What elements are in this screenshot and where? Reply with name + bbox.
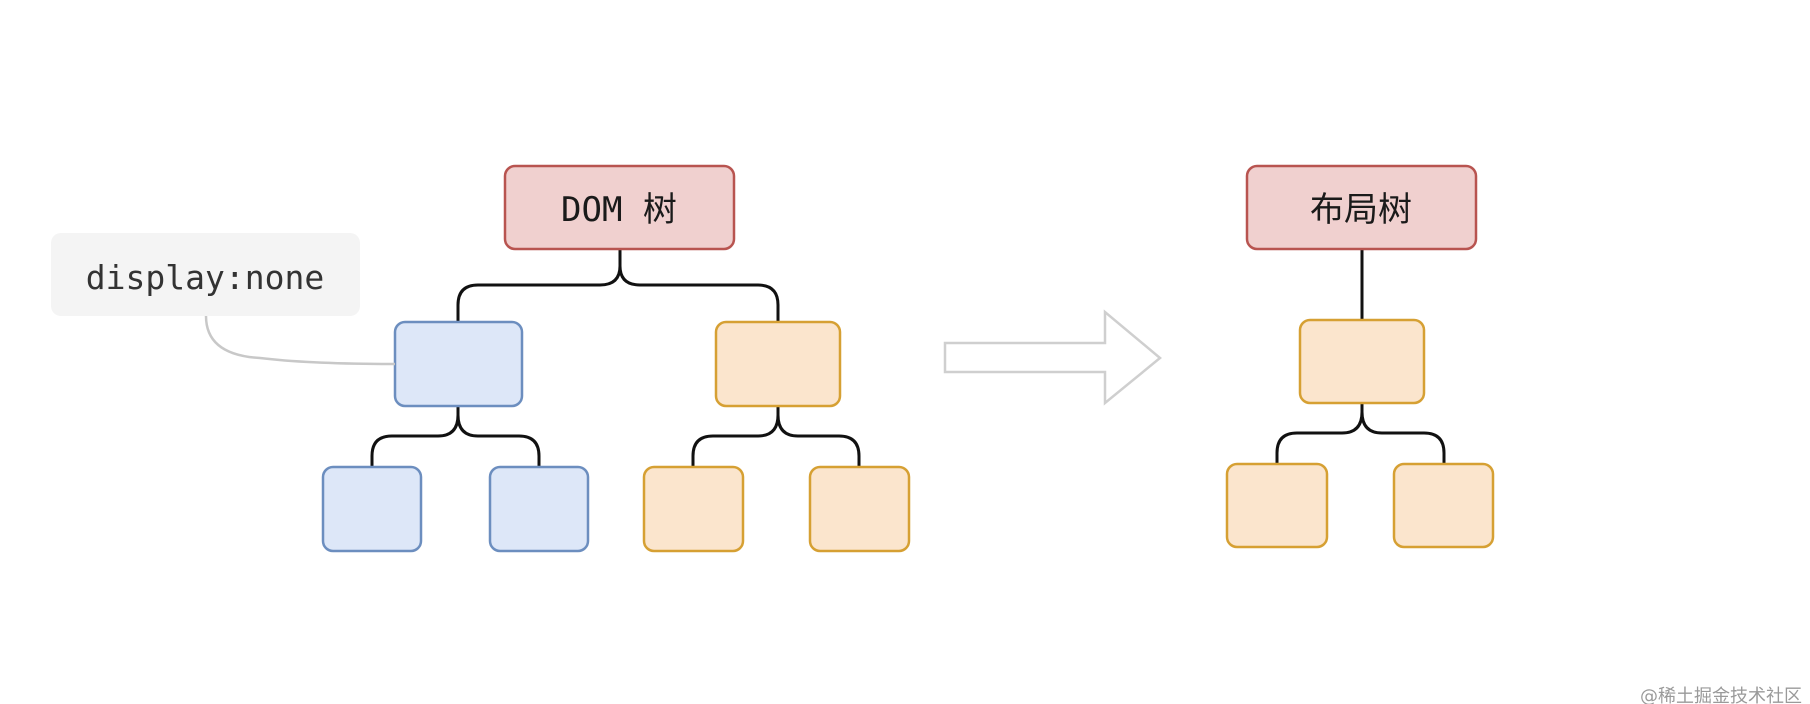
note-label: display:none bbox=[86, 258, 324, 297]
note-connector bbox=[204, 315, 396, 366]
layout-child-node-left bbox=[1225, 462, 1329, 549]
dom-tree-root-label: DOM 树 bbox=[561, 190, 677, 230]
note-box bbox=[51, 233, 360, 316]
connector-layout-node-to-right-child bbox=[1360, 411, 1446, 464]
transform-arrow-icon bbox=[943, 309, 1162, 406]
hidden-child-node-left bbox=[321, 465, 423, 553]
connector-visible-to-left-child bbox=[691, 406, 780, 467]
connector-dom-root-to-hidden-branch bbox=[456, 249, 622, 322]
connector-hidden-to-right-child bbox=[456, 414, 541, 467]
connector-dom-root-to-visible-branch bbox=[618, 265, 780, 322]
dom-tree-root-node bbox=[503, 164, 736, 251]
visible-child-node-left bbox=[642, 465, 745, 553]
layout-tree-connectors bbox=[1275, 249, 1446, 464]
display-none-note: display:none bbox=[51, 233, 396, 366]
visible-child-node-right bbox=[808, 465, 911, 553]
layout-tree-root-label: 布局树 bbox=[1310, 190, 1412, 230]
dom-tree: DOM 树 bbox=[321, 164, 911, 553]
visible-node bbox=[714, 320, 842, 408]
connector-visible-to-right-child bbox=[776, 414, 861, 467]
dom-tree-connectors bbox=[370, 249, 861, 467]
layout-child-node-right bbox=[1392, 462, 1495, 549]
connector-layout-node-to-left-child bbox=[1275, 403, 1364, 464]
watermark: @稀土掘金技术社区 bbox=[1640, 686, 1802, 704]
layout-node bbox=[1298, 318, 1426, 405]
layout-tree-root-node bbox=[1245, 164, 1478, 251]
layout-tree: 布局树 bbox=[1225, 164, 1495, 549]
hidden-node bbox=[393, 320, 524, 408]
connector-hidden-to-left-child bbox=[370, 406, 460, 467]
hidden-child-node-right bbox=[488, 465, 590, 553]
